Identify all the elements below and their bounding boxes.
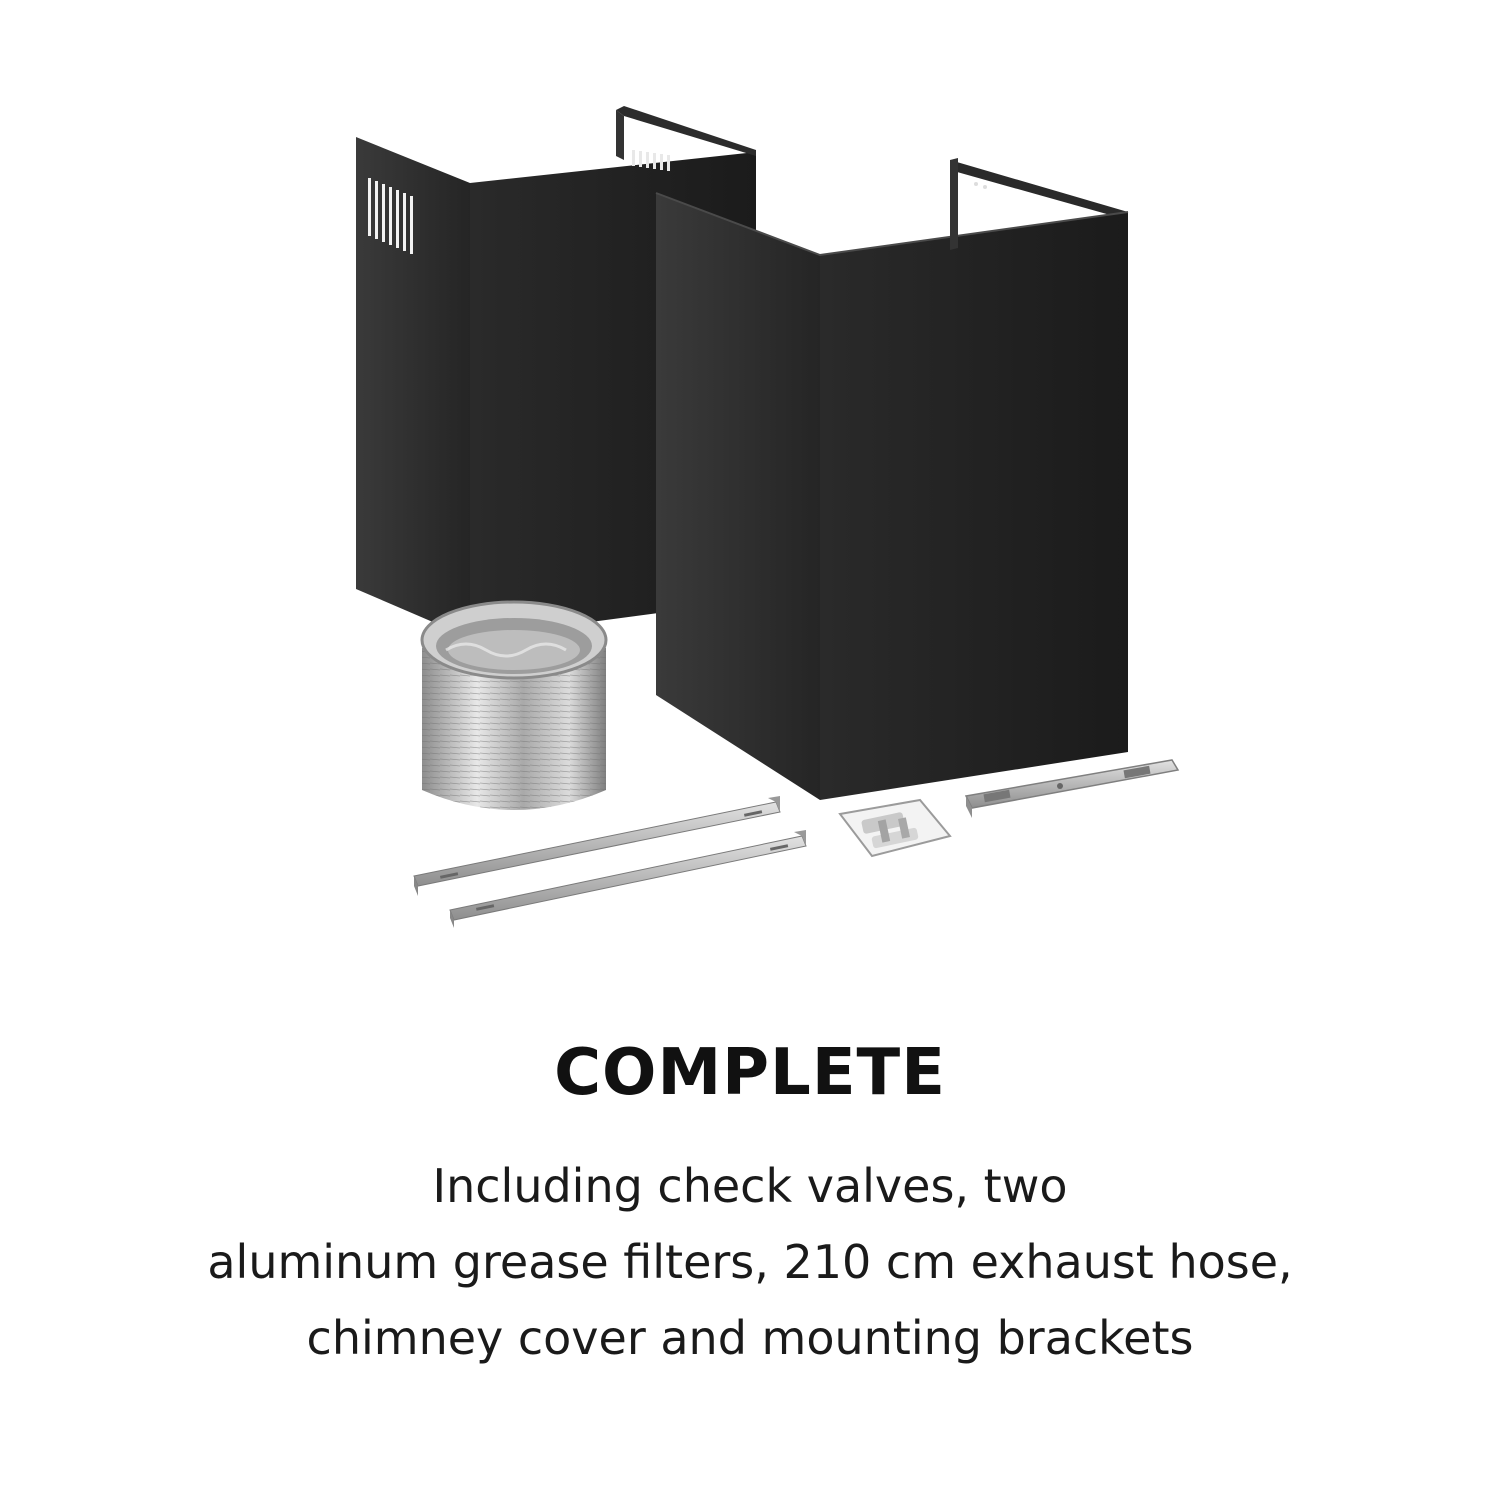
vent-slots bbox=[368, 178, 413, 254]
headline: COMPLETE bbox=[554, 1036, 946, 1110]
mounting-bracket-bar-lower bbox=[449, 830, 807, 928]
mounting-bracket-bar-upper bbox=[413, 796, 781, 896]
chimney-cover-front bbox=[655, 158, 1129, 800]
description: Including check valves, two aluminum gre… bbox=[150, 1148, 1350, 1376]
description-line-3: chimney cover and mounting brackets bbox=[306, 1311, 1194, 1365]
product-image bbox=[356, 106, 1180, 928]
description-line-1: Including check valves, two bbox=[432, 1159, 1068, 1213]
exhaust-hose bbox=[420, 600, 608, 810]
mounting-plate bbox=[964, 759, 1180, 818]
screws-bag bbox=[838, 798, 952, 858]
description-line-2: aluminum grease filters, 210 cm exhaust … bbox=[207, 1235, 1293, 1289]
